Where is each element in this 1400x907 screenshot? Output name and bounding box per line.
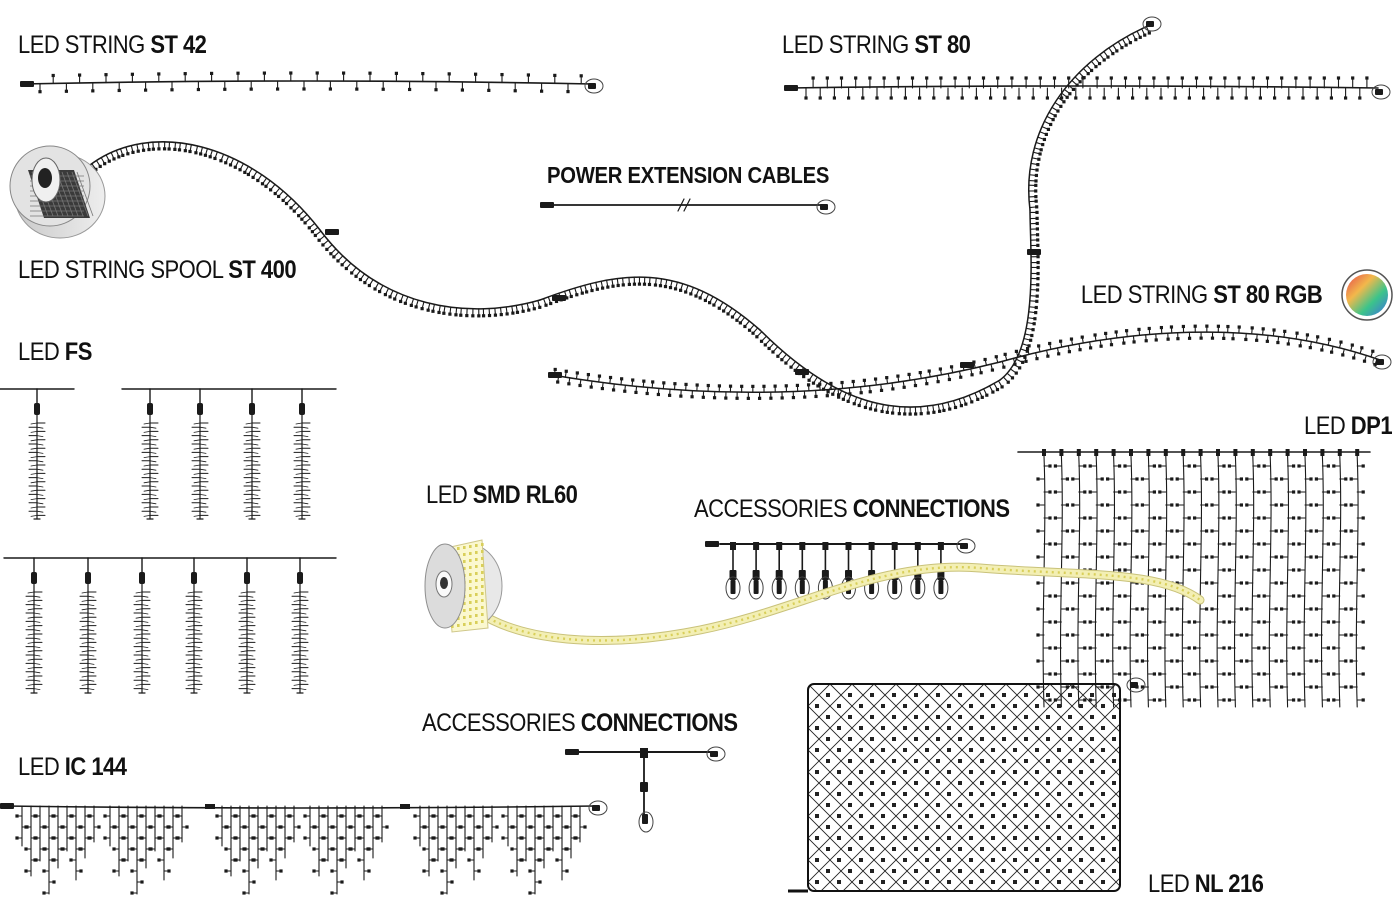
label-st400: LED STRING SPOOL ST 400 bbox=[18, 256, 297, 284]
label-st80: LED STRING ST 80 bbox=[782, 31, 971, 59]
label-fs: LED FS bbox=[18, 338, 92, 366]
wire-layer bbox=[0, 16, 1392, 895]
nl216-net bbox=[788, 683, 1121, 893]
label-st80-rgb: LED STRING ST 80 RGB bbox=[1080, 281, 1323, 309]
label-ic144: LED IC 144 bbox=[18, 753, 127, 781]
rgb-color-swatch bbox=[1341, 269, 1393, 321]
label-power-extension-cables: POWER EXTENSION CABLES bbox=[547, 162, 830, 188]
label-rl60: LED SMD RL60 bbox=[426, 481, 578, 509]
rl60-reel bbox=[424, 539, 503, 633]
label-dp1: LED DP1 bbox=[1303, 412, 1393, 440]
label-nl216: LED NL 216 bbox=[1148, 870, 1264, 898]
label-accessories-connections-2: ACCESSORIES CONNECTIONS bbox=[422, 709, 738, 737]
label-accessories-connections-1: ACCESSORIES CONNECTIONS bbox=[694, 495, 1010, 523]
st400-spool bbox=[9, 145, 106, 239]
label-st42: LED STRING ST 42 bbox=[18, 31, 207, 59]
